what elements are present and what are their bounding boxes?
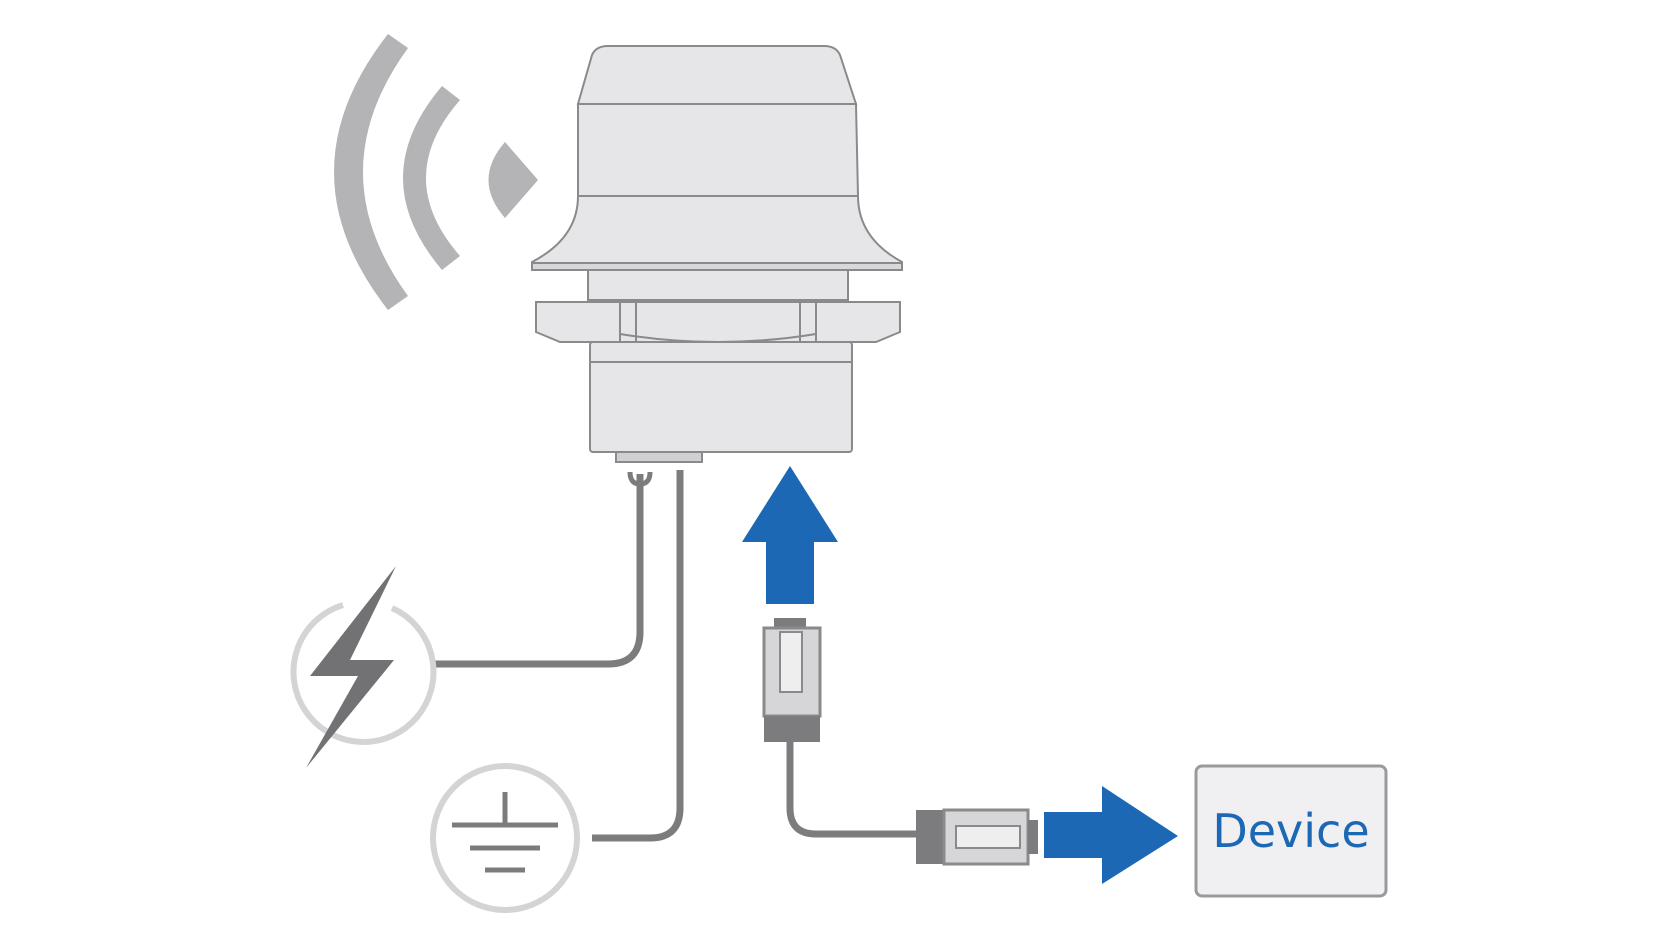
lower-housing [589, 341, 853, 453]
ground-wire [592, 470, 684, 842]
ethernet-plug-vertical [762, 618, 822, 742]
arrow-up-icon [742, 466, 838, 604]
connector-plate [615, 451, 703, 463]
antenna-top-cap [576, 45, 858, 105]
power-wire-hook [627, 471, 653, 487]
wires [434, 470, 916, 842]
ground-symbol-icon [430, 763, 580, 913]
device-box [1194, 764, 1388, 898]
antenna-neck [587, 269, 849, 301]
mounting-nut [535, 301, 901, 343]
lightning-bolt-icon [290, 566, 437, 768]
arrow-right-icon [1044, 786, 1178, 884]
antenna-body [531, 103, 903, 271]
device-label: Device [1212, 804, 1369, 858]
antenna-unit [531, 45, 903, 463]
power-wire [434, 474, 644, 668]
ethernet-cable [786, 742, 916, 838]
ethernet-plug-horizontal [916, 808, 1038, 866]
wireless-signal-icon [334, 34, 538, 310]
